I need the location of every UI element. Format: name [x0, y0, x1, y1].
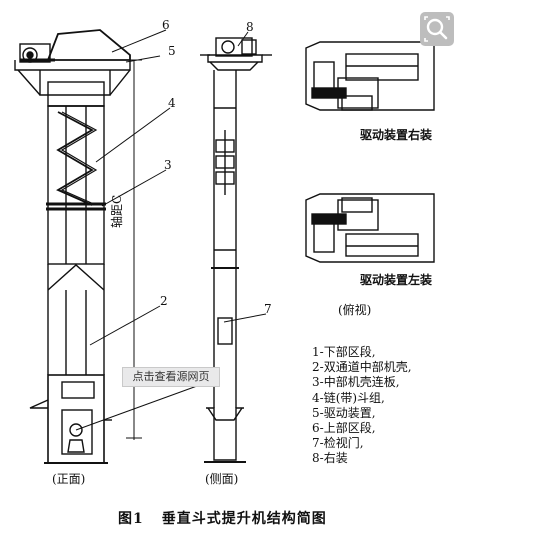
- callout-6: 6: [162, 18, 170, 32]
- front-view-drawing: [14, 29, 142, 464]
- legend-item: 2-双通道中部机壳,: [312, 360, 412, 375]
- top-view-left: [305, 193, 435, 263]
- axis-distance-label: 轴距C: [110, 194, 124, 228]
- front-view-label: (正面): [52, 472, 86, 486]
- figure-title: 垂直斗式提升机结构简图: [161, 511, 327, 527]
- legend-item: 1-下部区段,: [312, 345, 376, 359]
- callout-8: 8: [246, 20, 254, 34]
- callout-2: 2: [160, 294, 168, 308]
- search-zoom-icon: [424, 16, 450, 42]
- figure-number: 图1: [118, 511, 144, 527]
- callout-5: 5: [168, 44, 176, 58]
- legend-item: 8-右装: [312, 451, 348, 466]
- view-source-tooltip[interactable]: 点击查看源网页: [122, 367, 220, 387]
- legend-item: 6-上部区段,: [312, 421, 376, 436]
- callout-7: 7: [264, 302, 272, 316]
- drive-left-label: 驱动装置左装: [360, 273, 433, 287]
- drive-right-label: 驱动装置右装: [360, 128, 433, 142]
- top-view-label: (俯视): [338, 303, 372, 317]
- side-view-label: (侧面): [205, 472, 239, 486]
- legend-item: 4-链(带)斗组,: [312, 390, 385, 405]
- legend-item: 7-检视门,: [312, 436, 364, 451]
- zoom-button[interactable]: [420, 12, 454, 46]
- legend-item: 3-中部机壳连板,: [312, 375, 400, 390]
- figure-caption: 图1 垂直斗式提升机结构简图: [118, 508, 345, 528]
- legend-item: 5-驱动装置,: [312, 405, 376, 420]
- top-view-right: [305, 41, 435, 111]
- parts-legend: 1-下部区段, 2-双通道中部机壳, 3-中部机壳连板, 4-链(带)斗组, 5…: [312, 345, 412, 467]
- side-view-drawing: [200, 37, 272, 463]
- callout-leaders: [75, 29, 267, 431]
- callout-4: 4: [168, 96, 176, 110]
- callout-3: 3: [164, 158, 172, 172]
